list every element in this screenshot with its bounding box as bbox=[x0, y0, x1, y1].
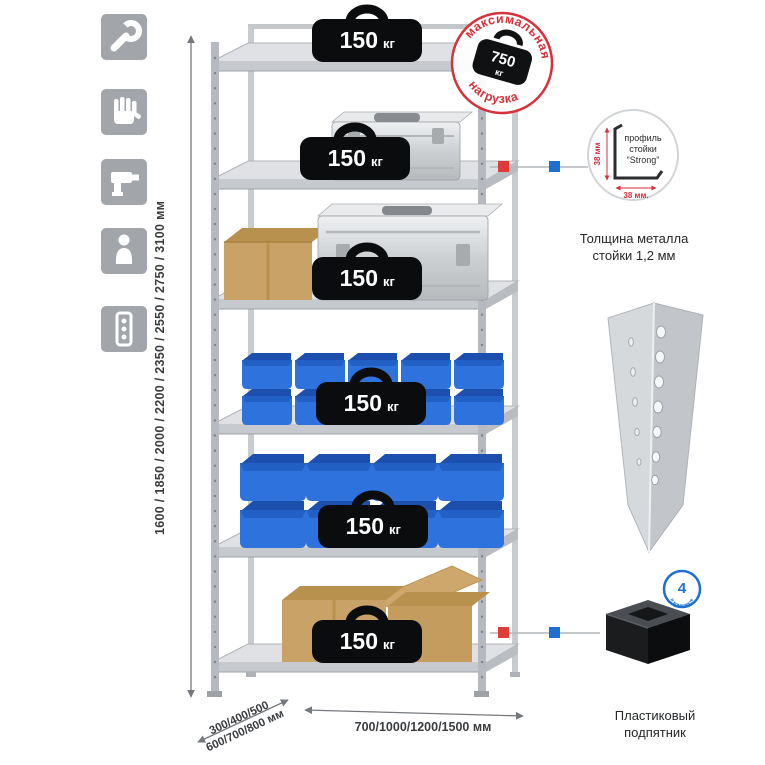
shelf-load-badge: 150 кг bbox=[300, 127, 410, 180]
kit-count-badge: 4 в комплекте bbox=[662, 569, 702, 609]
profile-marker-blue bbox=[549, 161, 560, 172]
shelf-load-value: 150 bbox=[344, 390, 382, 416]
plastic-foot-image bbox=[605, 600, 690, 664]
level-icon bbox=[101, 306, 147, 352]
width-dimension-label: 700/1000/1200/1500 мм bbox=[354, 720, 492, 734]
width-dimension-line bbox=[304, 706, 524, 720]
depth-dimension-line bbox=[197, 699, 289, 743]
profile-dim-vertical: 38 мм bbox=[593, 142, 602, 165]
foot-marker-red bbox=[498, 627, 509, 638]
shelf-load-unit: кг bbox=[389, 522, 402, 537]
shelf-load-badge: 150 кг bbox=[312, 610, 422, 663]
shelf-load-badge: 150 кг bbox=[312, 247, 422, 300]
wrench-icon bbox=[101, 14, 147, 60]
max-load-stamp: максимальная нагрузка 750 кг bbox=[450, 1, 562, 115]
profile-caption-line2: стойки 1,2 мм bbox=[592, 247, 676, 263]
foot-caption-line1: Пластиковый bbox=[614, 708, 696, 723]
shelf-load-unit: кг bbox=[383, 637, 396, 652]
shelf-load-unit: кг bbox=[387, 399, 400, 414]
rack-foot-back-left bbox=[246, 672, 256, 677]
profile-callout: 38 мм профиль стойки “Strong” 38 мм. bbox=[587, 109, 679, 201]
shelf-load-value: 150 bbox=[340, 27, 378, 53]
foot-marker-blue bbox=[549, 627, 560, 638]
shelf-load-value: 150 bbox=[340, 265, 378, 291]
shelf-load-value: 150 bbox=[340, 628, 378, 654]
profile-caption-line1: Толщина металла bbox=[579, 231, 689, 246]
drill-icon bbox=[101, 159, 147, 205]
stamp-weight-icon bbox=[472, 29, 533, 85]
height-dimension-label: 1600 / 1850 / 2000 / 2200 / 2350 / 2550 … bbox=[153, 200, 167, 536]
corner-post-image bbox=[607, 302, 704, 554]
profile-cross-section-drawing bbox=[613, 123, 664, 180]
rack-front-left-post bbox=[211, 42, 219, 694]
shelf-load-unit: кг bbox=[371, 154, 384, 169]
shelf-load-badge: 150 кг bbox=[312, 9, 422, 62]
foot-caption-line2: подпятник bbox=[624, 724, 686, 740]
profile-caption: Толщина металла стойки 1,2 мм bbox=[562, 231, 706, 265]
profile-dim-horizontal: 38 мм. bbox=[623, 191, 648, 200]
profile-connector bbox=[490, 161, 588, 172]
rack-back-right-post bbox=[512, 24, 518, 674]
profile-text-3: “Strong” bbox=[627, 155, 660, 165]
person-icon bbox=[101, 228, 147, 274]
profile-text-1: профиль bbox=[624, 133, 662, 143]
rack-foot-right bbox=[474, 691, 489, 697]
shelf-load-value: 150 bbox=[346, 513, 384, 539]
rack-foot-left bbox=[207, 691, 222, 697]
rack-back-left-post bbox=[248, 24, 254, 674]
cardboard-box-small bbox=[224, 228, 330, 300]
shelf-load-badge: 150 кг bbox=[316, 372, 426, 425]
stamp-value: 750 bbox=[489, 48, 518, 71]
stamp-unit: кг bbox=[494, 67, 505, 79]
profile-text-2: стойки bbox=[629, 144, 657, 154]
rack-foot-back-right bbox=[510, 672, 520, 677]
glove-icon bbox=[101, 89, 147, 135]
kit-count-value: 4 bbox=[678, 580, 687, 597]
profile-marker-red bbox=[498, 161, 509, 172]
foot-connector bbox=[490, 627, 600, 638]
foot-caption: Пластиковый подпятник bbox=[580, 708, 730, 742]
shelf-load-unit: кг bbox=[383, 36, 396, 51]
shelf-load-badge: 150 кг bbox=[318, 495, 428, 548]
shelf-load-unit: кг bbox=[383, 274, 396, 289]
shelf-load-value: 150 bbox=[328, 145, 366, 171]
